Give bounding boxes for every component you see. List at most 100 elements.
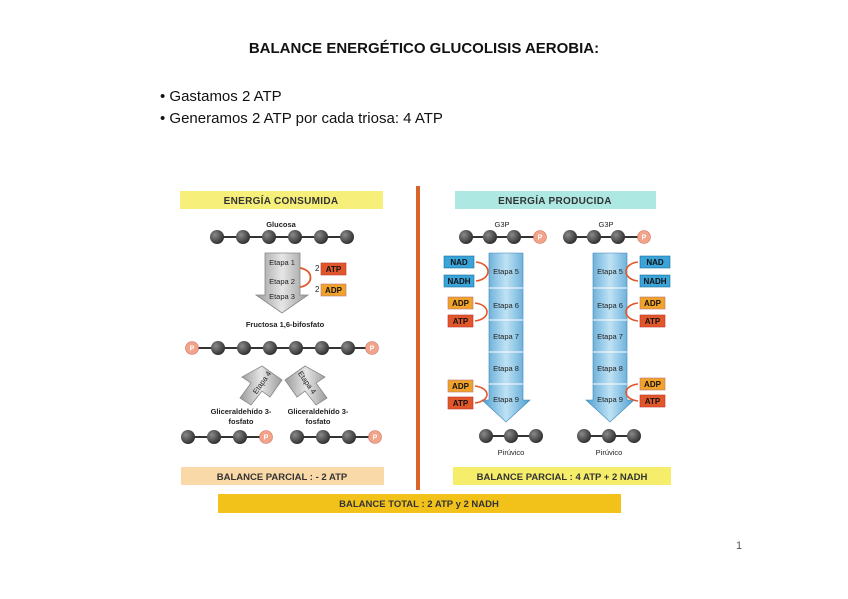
g3p-label-right: G3P — [598, 220, 613, 229]
adp-badge-label: ADP — [452, 382, 470, 391]
carbon-atom — [262, 230, 276, 244]
bullet-list: Gastamos 2 ATP Generamos 2 ATP por cada … — [160, 86, 443, 130]
etapa-9-label: Etapa 9 — [597, 395, 623, 404]
phosphate-label: P — [538, 235, 543, 242]
carbon-atom — [504, 429, 518, 443]
carbon-atom — [341, 341, 355, 355]
adp-badge — [639, 377, 666, 391]
carbon-atom — [236, 230, 250, 244]
phosphate-label: P — [190, 346, 195, 353]
pathway-column-left — [481, 252, 531, 423]
etapa-6-label: Etapa 6 — [597, 301, 623, 310]
atp-badge-label: ATP — [326, 265, 342, 274]
nad-reduction-arrow — [625, 261, 639, 282]
bullet-item: Gastamos 2 ATP — [160, 86, 443, 108]
atp-badge — [447, 396, 474, 410]
nad-badge-label: NAD — [646, 258, 664, 267]
bullet-item: Generamos 2 ATP por cada triosa: 4 ATP — [160, 108, 442, 130]
carbon-atom — [315, 341, 329, 355]
carbon-atom — [263, 341, 277, 355]
carbon-atom — [211, 341, 225, 355]
nad-reduction-arrow — [475, 261, 489, 282]
carbon-atom — [602, 429, 616, 443]
carbon-atom — [507, 230, 521, 244]
adp-badge-label: ADP — [452, 299, 470, 308]
balance-left-text: BALANCE PARCIAL : - 2 ATP — [217, 472, 348, 483]
nadh-badge-label: NADH — [447, 277, 470, 286]
gliceraldehido-right-line1: Gliceraldehído 3- — [288, 407, 349, 416]
nadh-badge-label: NADH — [643, 277, 666, 286]
adp-badge — [639, 296, 666, 310]
carbon-atom — [233, 430, 247, 444]
glucosa-label: Glucosa — [266, 220, 296, 229]
etapa-8-label: Etapa 8 — [597, 364, 623, 373]
g3p-chain-left: P — [459, 230, 547, 244]
fructosa-label: Fructosa 1,6-bifosfato — [246, 320, 325, 329]
gliceraldehido-left-line1: Gliceraldehído 3- — [211, 407, 272, 416]
carbon-atom — [627, 429, 641, 443]
gliceraldehido-right-line2: fosfato — [306, 417, 331, 426]
atp-badge-label: ATP — [453, 317, 469, 326]
adp-count: 2 — [315, 285, 320, 294]
carbon-atom — [459, 230, 473, 244]
consumed-header-box — [180, 191, 383, 209]
atp-badge — [320, 262, 347, 276]
phosphorylation-arrow — [474, 302, 488, 322]
etapa-1-label: Etapa 1 — [269, 258, 295, 267]
carbon-atom — [340, 230, 354, 244]
nad-badge — [443, 255, 475, 269]
carbon-atom — [237, 341, 251, 355]
phosphorylation-arrow — [625, 383, 639, 402]
nad-badge — [639, 255, 671, 269]
carbon-atom — [181, 430, 195, 444]
phosphorylation-arrow — [625, 302, 639, 322]
nadh-badge — [443, 274, 475, 288]
g3p-label-left: G3P — [494, 220, 509, 229]
etapa-7-label: Etapa 7 — [597, 332, 623, 341]
gliceraldehido-left-line2: fosfato — [229, 417, 254, 426]
etapa-6-label: Etapa 6 — [493, 301, 519, 310]
pyruvate-chain-left — [479, 429, 543, 443]
atp-badge-label: ATP — [645, 397, 661, 406]
etapa-9-label: Etapa 9 — [493, 395, 519, 404]
balance-total-text: BALANCE TOTAL : 2 ATP y 2 NADH — [339, 499, 499, 510]
produced-header: ENERGÍA PRODUCIDA — [498, 194, 612, 207]
pathway-column-right — [585, 252, 635, 423]
etapa-7-label: Etapa 7 — [493, 332, 519, 341]
balance-total-box — [218, 494, 621, 513]
etapa-8-label: Etapa 8 — [493, 364, 519, 373]
carbon-atom — [288, 230, 302, 244]
phosphate-label: P — [642, 235, 647, 242]
carbon-atom — [314, 230, 328, 244]
divider-line — [416, 186, 420, 490]
etapa-4-arrow-left — [239, 365, 283, 406]
pyruvate-chain-right — [577, 429, 641, 443]
atp-count: 2 — [315, 264, 320, 273]
atp-badge — [447, 314, 474, 328]
adp-badge-label: ADP — [325, 286, 343, 295]
atp-consumption-arrow — [299, 267, 312, 288]
phosphate-group — [185, 341, 199, 355]
phosphate-group — [259, 430, 273, 444]
balance-left-box — [181, 467, 384, 485]
etapa-1-3-arrow — [254, 252, 310, 314]
phosphate-label: P — [370, 346, 375, 353]
phosphorylation-arrow — [474, 385, 488, 404]
carbon-atom — [577, 429, 591, 443]
piruvico-label-left: Pirúvico — [498, 448, 525, 457]
etapa-4-arrow-right — [284, 365, 328, 406]
adp-badge — [320, 283, 347, 297]
nad-badge-label: NAD — [450, 258, 468, 267]
adp-badge — [447, 379, 474, 393]
consumed-header: ENERGÍA CONSUMIDA — [224, 194, 339, 207]
carbon-atom — [316, 430, 330, 444]
carbon-atom — [529, 429, 543, 443]
g3p-chain-right: P — [563, 230, 651, 244]
piruvico-label-right: Pirúvico — [596, 448, 623, 457]
carbon-atom — [207, 430, 221, 444]
phosphate-label: P — [373, 435, 378, 442]
triose-chain-left: P — [181, 430, 273, 444]
produced-header-box — [455, 191, 656, 209]
adp-badge — [447, 296, 474, 310]
